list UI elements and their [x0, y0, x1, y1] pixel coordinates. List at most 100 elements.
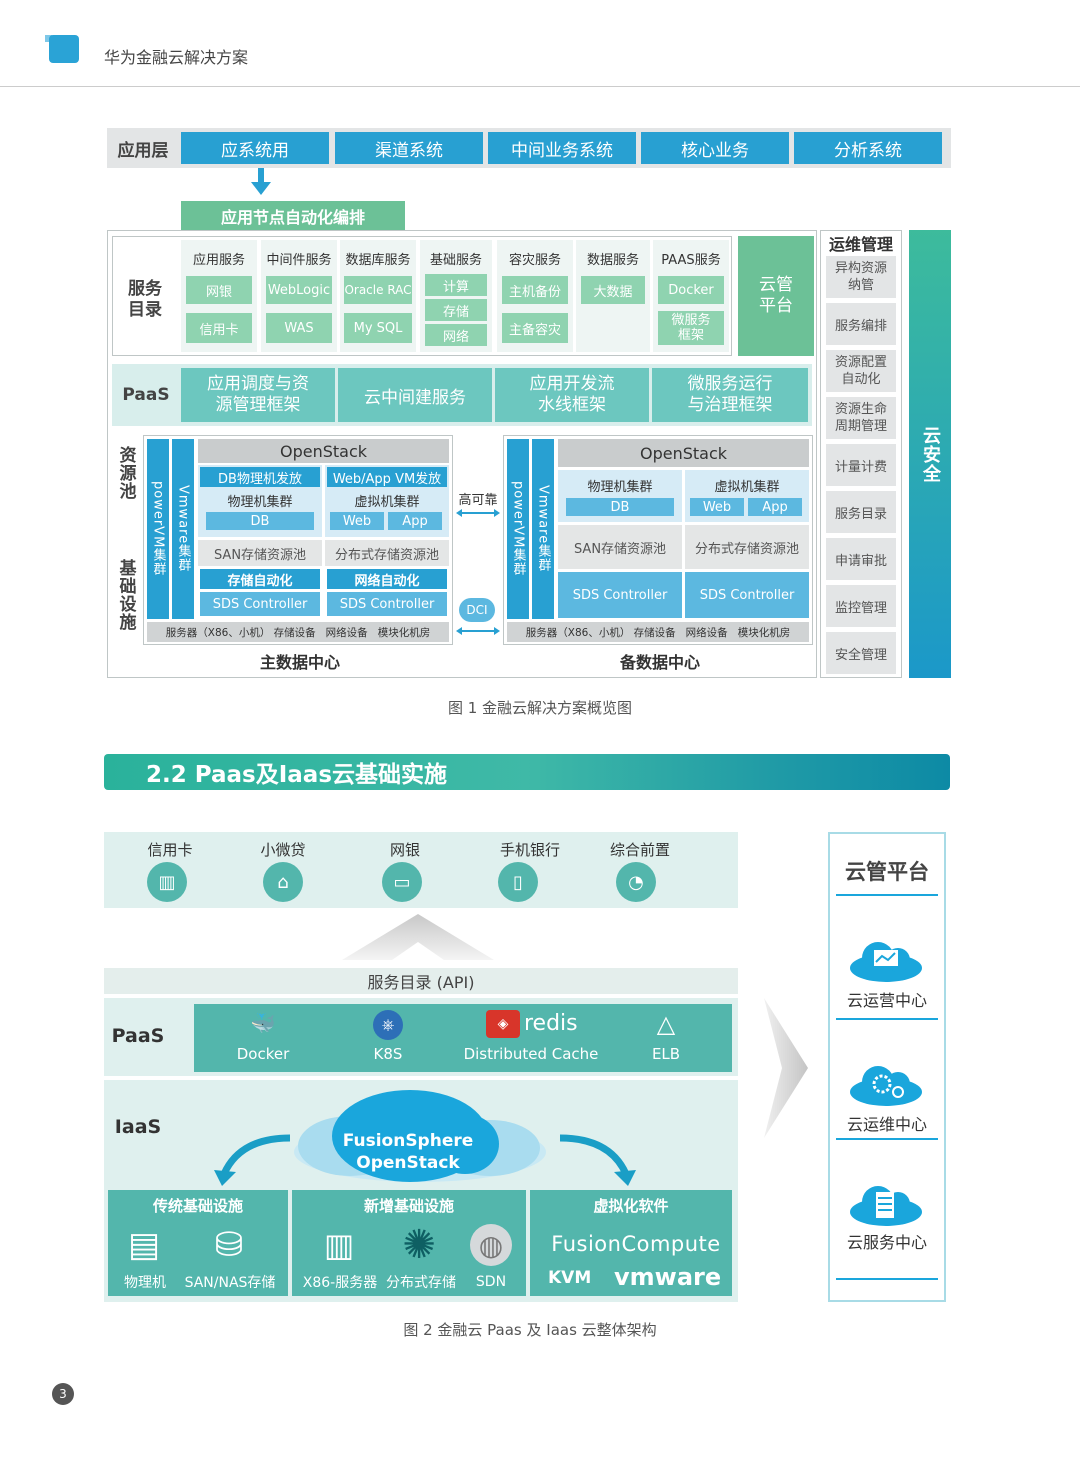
hardware-bar: 服务器（X86、小机） 存储设备 网络设备 模块化机房	[147, 622, 449, 642]
service-catalog-api: 服务目录 (API)	[104, 968, 738, 994]
ops-item: 服务目录	[826, 491, 896, 533]
distributed-storage-pool: 分布式存储资源池	[685, 525, 809, 569]
paas-item-label: ELB	[651, 1045, 681, 1063]
db-block: DB	[206, 512, 314, 530]
svc-col-title: 基础服务	[429, 252, 482, 268]
up-arrow-icon	[342, 914, 494, 960]
ops-item: 资源配置自动化	[826, 350, 896, 392]
storage-automation: 存储自动化	[200, 569, 320, 589]
paas-item-label: K8S	[373, 1045, 403, 1063]
curved-arrow-left-icon	[214, 1134, 291, 1186]
database-icon: ⛁	[214, 1225, 244, 1265]
infra-item: SAN/NAS存储	[184, 1275, 276, 1291]
divider	[836, 1018, 938, 1020]
san-pool: SAN存储资源池	[198, 540, 322, 566]
powervm-cluster: powerVM集群	[507, 439, 529, 619]
core-business: 核心业务	[641, 132, 789, 164]
svc-item: WAS	[266, 313, 332, 343]
fusioncompute-logo: FusionCompute	[551, 1232, 721, 1256]
gauge-icon: ◔	[616, 862, 656, 902]
paas-item: 微服务运行与治理框架	[652, 368, 808, 422]
kvm-logo: KVM	[548, 1268, 592, 1288]
svc-item: 信用卡	[186, 313, 252, 343]
figure-2-caption: 图 2 金融云 Paas 及 Iaas 云整体架构	[403, 1320, 657, 1339]
infra-item: SDN	[475, 1274, 507, 1290]
divider	[836, 1278, 938, 1280]
divider	[836, 1138, 938, 1140]
cloud-service-icon	[850, 1186, 922, 1226]
redis-wordmark: redis	[524, 1011, 578, 1036]
infra-group-virtualization	[530, 1190, 732, 1296]
phys-cluster-label: 物理机集群	[227, 494, 293, 510]
ops-item: 资源生命周期管理	[826, 397, 896, 439]
app-system: 应系统用	[181, 132, 329, 164]
svc-item: 主备容灾	[502, 313, 568, 343]
main-frame	[107, 230, 817, 678]
cloud-maintenance-icon	[850, 1066, 922, 1106]
app-label: 综合前置	[609, 840, 670, 859]
web-block: Web	[690, 498, 744, 516]
sds-controller: SDS Controller	[685, 572, 809, 618]
cloud-icon	[294, 1090, 546, 1182]
svc-item: My SQL	[344, 313, 412, 343]
svc-item: 微服务框架	[658, 311, 724, 345]
paas-label: PaaS	[111, 1025, 165, 1047]
svc-item: Docker	[658, 276, 724, 304]
server-icon: ▥	[323, 1226, 355, 1264]
svc-col-title: 中间件服务	[266, 252, 332, 268]
paas-item: 应用开发流水线框架	[495, 368, 649, 422]
paas-panel	[194, 1004, 732, 1072]
svc-col-title: PAAS服务	[661, 252, 721, 268]
logo-accent	[45, 35, 52, 42]
san-pool: SAN存储资源池	[558, 525, 682, 569]
sdn-globe-icon: ◍	[470, 1224, 512, 1266]
backup-dc-label: 备数据中心	[619, 653, 700, 672]
orchestration-bar: 应用节点自动化编排	[181, 201, 405, 231]
cloud-platform-item: 云运营中心	[846, 991, 927, 1010]
cloud-platform-item: 云运维中心	[846, 1115, 927, 1134]
db-vm-provision: DB物理机发放	[200, 467, 320, 487]
infra-group-title: 传统基础设施	[152, 1196, 243, 1215]
svc-col-title: 数据服务	[586, 252, 639, 268]
docker-icon: 🐳	[250, 1011, 276, 1035]
credit-card-icon: ▥	[147, 862, 187, 902]
monitor-icon: ▭	[382, 862, 422, 902]
ops-item: 异构资源纳管	[826, 256, 896, 298]
db-block: DB	[566, 498, 674, 516]
vmware-cluster: Vmware集群	[532, 439, 554, 619]
app-block: App	[388, 512, 442, 530]
mobile-icon: ▯	[498, 862, 538, 902]
middle-business-system: 中间业务系统	[488, 132, 636, 164]
svc-item: 网银	[186, 276, 252, 304]
openstack-bar: OpenStack	[558, 439, 809, 467]
elb-icon: △	[656, 1010, 676, 1038]
app-label: 网银	[389, 840, 420, 859]
infra-group-title: 虚拟化软件	[593, 1196, 669, 1215]
svc-col-title: 应用服务	[192, 252, 245, 268]
svc-item: 计算	[425, 274, 487, 296]
web-block: Web	[330, 512, 384, 530]
svc-item: 存储	[425, 299, 487, 321]
cloud-line-1: FusionSphere	[342, 1131, 474, 1151]
paas-item-label: Docker	[236, 1045, 290, 1063]
service-catalog-label: 服务目录	[128, 279, 162, 320]
web-vm-provision: Web/App VM发放	[327, 467, 447, 487]
app-label: 手机银行	[499, 840, 560, 859]
cloud-mgmt-platform: 云管平台	[738, 236, 814, 356]
iaas-label: IaaS	[114, 1116, 162, 1138]
curved-arrow-right-icon	[559, 1134, 636, 1186]
cloud-operation-icon	[850, 942, 922, 982]
powervm-cluster: powerVM集群	[147, 439, 169, 619]
header-divider	[0, 86, 1080, 87]
divider	[836, 894, 938, 896]
svc-item: 大数据	[581, 276, 645, 304]
sds-controller: SDS Controller	[558, 572, 682, 618]
app-layer-label: 应用层	[117, 140, 169, 161]
ops-item: 计量计费	[826, 444, 896, 486]
hardware-bar: 服务器（X86、小机） 存储设备 网络设备 模块化机房	[507, 622, 809, 642]
vmware-cluster: Vmware集群	[172, 439, 194, 619]
infra-item: 分布式存储	[386, 1275, 456, 1291]
svc-col-title: 容灾服务	[508, 252, 561, 268]
channel-system: 渠道系统	[335, 132, 483, 164]
phys-cluster-label: 物理机集群	[587, 479, 653, 495]
